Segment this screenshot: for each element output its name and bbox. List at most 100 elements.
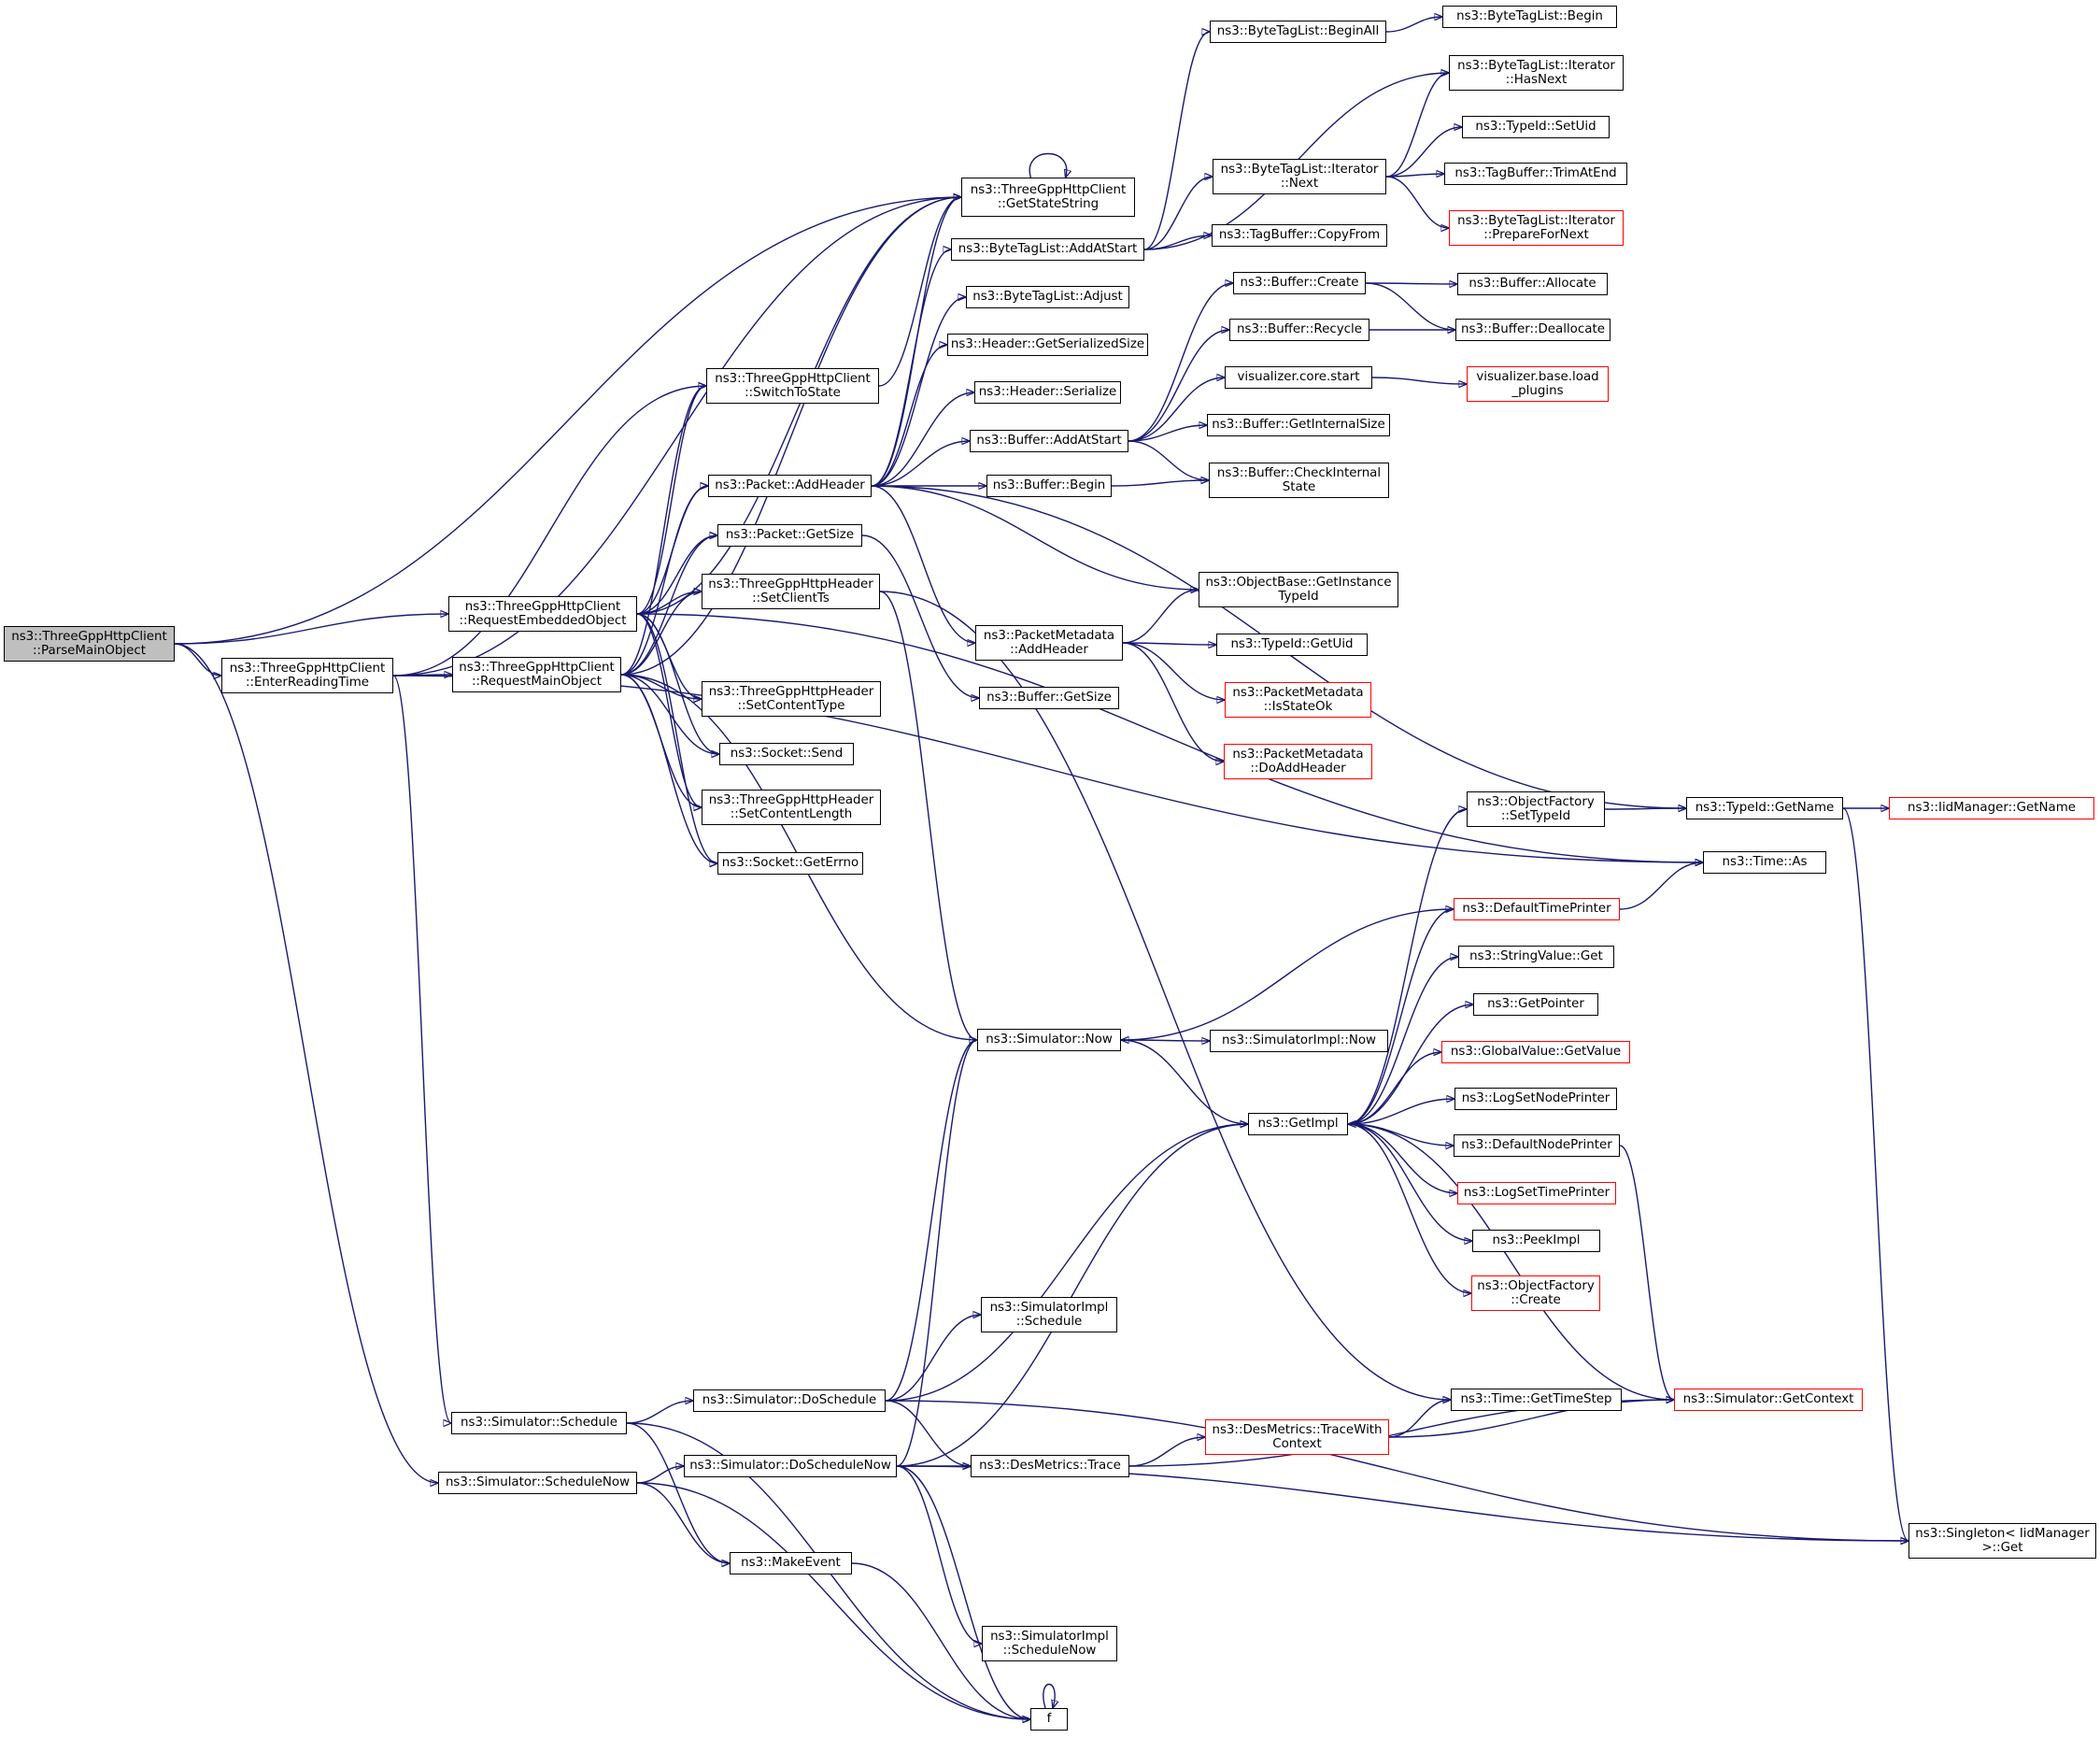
node-ns3-header-getserializedsize[interactable]: ns3::Header::GetSerializedSize <box>947 334 1148 356</box>
node-label-line: ::SetTypeId <box>1500 809 1571 823</box>
node-ns3-simulator-schedule[interactable]: ns3::Simulator::Schedule <box>451 1412 627 1434</box>
node-label-line: ns3::Buffer::AddAtStart <box>976 434 1122 449</box>
node-ns3-simulator-now[interactable]: ns3::Simulator::Now <box>977 1029 1121 1051</box>
node-label-line: ns3::ThreeGppHttpClient <box>229 661 386 676</box>
node-label-line: ns3::ThreeGppHttpClient <box>464 599 621 614</box>
node-ns3-simulator-doschedulenow[interactable]: ns3::Simulator::DoScheduleNow <box>684 1455 897 1477</box>
node-ns3-simulator-doschedule[interactable]: ns3::Simulator::DoSchedule <box>693 1389 886 1412</box>
node-ns3-simulatorimpl-schedule[interactable]: ns3::SimulatorImpl::Schedule <box>981 1297 1117 1332</box>
call-edge <box>620 197 961 676</box>
node-visualizer-core-start[interactable]: visualizer.core.start <box>1225 366 1372 389</box>
node-ns3-header-serialize[interactable]: ns3::Header::Serialize <box>974 381 1121 404</box>
call-edge <box>1128 378 1225 442</box>
node-label-line: ns3::ThreeGppHttpClient <box>459 660 615 675</box>
node-f[interactable]: f <box>1030 1708 1068 1731</box>
node-ns3-tagbuffer-trimatend[interactable]: ns3::TagBuffer::TrimAtEnd <box>1444 163 1627 185</box>
node-label-line: ns3::Buffer::Allocate <box>1469 277 1596 292</box>
node-ns3-objectfactory-settypeid[interactable]: ns3::ObjectFactory::SetTypeId <box>1467 791 1605 827</box>
node-ns3-socket-geterrno[interactable]: ns3::Socket::GetErrno <box>717 852 863 875</box>
node-label-line: ::SetClientTs <box>752 591 830 605</box>
node-ns3-bytetaglist-beginall[interactable]: ns3::ByteTagList::BeginAll <box>1210 21 1386 43</box>
node-ns3-globalvalue-getvalue[interactable]: ns3::GlobalValue::GetValue <box>1441 1041 1630 1063</box>
node-ns3-threegpphttpclient-requestmainobject[interactable]: ns3::ThreeGppHttpClient::RequestMainObje… <box>452 657 621 692</box>
node-ns3-simulatorimpl-schedulenow[interactable]: ns3::SimulatorImpl::ScheduleNow <box>982 1626 1117 1661</box>
node-label-line: ::SetContentType <box>737 699 845 713</box>
node-ns3-buffer-begin[interactable]: ns3::Buffer::Begin <box>986 475 1112 497</box>
node-label-line: ns3::Simulator::Schedule <box>461 1416 617 1431</box>
node-ns3-bytetaglist-iterator-next[interactable]: ns3::ByteTagList::Iterator::Next <box>1213 159 1386 194</box>
node-label-line: ns3::Time::GetTimeStep <box>1460 1392 1612 1407</box>
call-edge <box>1347 1099 1454 1125</box>
call-edge <box>1365 283 1457 284</box>
call-edge <box>1388 1400 1674 1438</box>
node-ns3-typeid-getname[interactable]: ns3::TypeId::GetName <box>1686 797 1843 819</box>
node-ns3-defaulttimeprinter[interactable]: ns3::DefaultTimePrinter <box>1454 898 1620 920</box>
node-ns3-threegpphttpheader-setcontentlength[interactable]: ns3::ThreeGppHttpHeader::SetContentLengt… <box>702 790 881 825</box>
node-ns3-desmetrics-trace[interactable]: ns3::DesMetrics::Trace <box>971 1455 1129 1477</box>
node-ns3-buffer-allocate[interactable]: ns3::Buffer::Allocate <box>1457 273 1608 295</box>
call-edge <box>1347 957 1458 1125</box>
node-label-line: ns3::Header::Serialize <box>978 385 1117 400</box>
node-visualizer-base-load-plugins[interactable]: visualizer.base.load_plugins <box>1467 366 1609 402</box>
node-ns3-time-as[interactable]: ns3::Time::As <box>1703 851 1826 874</box>
node-ns3-buffer-deallocate[interactable]: ns3::Buffer::Deallocate <box>1455 319 1610 341</box>
node-ns3-typeid-setuid[interactable]: ns3::TypeId::SetUid <box>1462 116 1610 138</box>
node-label-line: ns3::Simulator::Now <box>986 1033 1113 1047</box>
node-ns3-bytetaglist-iterator-preparefornext[interactable]: ns3::ByteTagList::Iterator::PrepareForNe… <box>1449 210 1624 246</box>
node-ns3-buffer-recycle[interactable]: ns3::Buffer::Recycle <box>1229 319 1369 341</box>
node-label-line: ns3::PacketMetadata <box>983 628 1115 643</box>
node-ns3-threegpphttpclient-enterreadingtime[interactable]: ns3::ThreeGppHttpClient::EnterReadingTim… <box>221 658 393 693</box>
call-edge <box>1143 177 1213 250</box>
node-ns3-packetmetadata-isstateok[interactable]: ns3::PacketMetadata::IsStateOk <box>1225 682 1371 718</box>
node-label-line: f <box>1046 1712 1052 1727</box>
node-ns3-buffer-getsize[interactable]: ns3::Buffer::GetSize <box>979 687 1119 709</box>
node-ns3-bytetaglist-addatstart[interactable]: ns3::ByteTagList::AddAtStart <box>951 238 1144 261</box>
node-ns3-logsetnodeprinter[interactable]: ns3::LogSetNodePrinter <box>1454 1088 1617 1110</box>
node-label-line: ns3::Buffer::Begin <box>992 478 1106 493</box>
node-ns3-bytetaglist-begin[interactable]: ns3::ByteTagList::Begin <box>1442 6 1617 28</box>
node-ns3-iidmanager-getname[interactable]: ns3::IidManager::GetName <box>1889 797 2094 819</box>
node-ns3-getimpl[interactable]: ns3::GetImpl <box>1248 1113 1348 1135</box>
node-ns3-socket-send[interactable]: ns3::Socket::Send <box>719 743 854 765</box>
node-ns3-getpointer[interactable]: ns3::GetPointer <box>1473 993 1598 1016</box>
node-ns3-peekimpl[interactable]: ns3::PeekImpl <box>1472 1230 1600 1252</box>
call-edge <box>871 441 970 487</box>
node-label-line: ns3::SimulatorImpl <box>989 1300 1109 1315</box>
node-ns3-stringvalue-get[interactable]: ns3::StringValue::Get <box>1458 946 1614 968</box>
node-ns3-objectfactory-create[interactable]: ns3::ObjectFactory::Create <box>1471 1275 1600 1311</box>
node-ns3-packetmetadata-addheader[interactable]: ns3::PacketMetadata::AddHeader <box>975 625 1123 661</box>
node-ns3-defaultnodeprinter[interactable]: ns3::DefaultNodePrinter <box>1454 1134 1620 1157</box>
node-ns3-threegpphttpheader-setclientts[interactable]: ns3::ThreeGppHttpHeader::SetClientTs <box>702 574 880 609</box>
node-ns3-simulator-getcontext[interactable]: ns3::Simulator::GetContext <box>1674 1389 1863 1411</box>
node-ns3-buffer-getinternalsize[interactable]: ns3::Buffer::GetInternalSize <box>1207 414 1390 436</box>
node-ns3-threegpphttpclient-switchtostate[interactable]: ns3::ThreeGppHttpClient::SwitchToState <box>706 368 879 404</box>
node-ns3-threegpphttpclient-getstatestring[interactable]: ns3::ThreeGppHttpClient::GetStateString <box>961 178 1135 217</box>
node-ns3-buffer-addatstart[interactable]: ns3::Buffer::AddAtStart <box>970 430 1128 452</box>
node-ns3-makeevent[interactable]: ns3::MakeEvent <box>730 1552 852 1574</box>
call-edge <box>636 386 706 615</box>
node-ns3-threegpphttpclient-parsemainobject[interactable]: ns3::ThreeGppHttpClient::ParseMainObject <box>4 626 175 662</box>
node-ns3-bytetaglist-adjust[interactable]: ns3::ByteTagList::Adjust <box>966 286 1129 308</box>
node-ns3-bytetaglist-iterator-hasnext[interactable]: ns3::ByteTagList::Iterator::HasNext <box>1449 55 1624 91</box>
node-label-line: ns3::ObjectFactory <box>1477 1278 1595 1293</box>
node-ns3-tagbuffer-copyfrom[interactable]: ns3::TagBuffer::CopyFrom <box>1212 224 1387 247</box>
node-ns3-packet-getsize[interactable]: ns3::Packet::GetSize <box>717 524 862 547</box>
node-ns3-logsettimeprinter[interactable]: ns3::LogSetTimePrinter <box>1457 1182 1616 1204</box>
node-ns3-packetmetadata-doaddheader[interactable]: ns3::PacketMetadata::DoAddHeader <box>1224 744 1372 779</box>
node-ns3-threegpphttpheader-setcontenttype[interactable]: ns3::ThreeGppHttpHeader::SetContentType <box>702 681 881 717</box>
node-ns3-simulator-schedulenow[interactable]: ns3::Simulator::ScheduleNow <box>438 1472 637 1494</box>
node-ns3-buffer-create[interactable]: ns3::Buffer::Create <box>1233 272 1366 294</box>
node-ns3-singleton-iidmanager-get[interactable]: ns3::Singleton< IidManager>::Get <box>1908 1523 2096 1559</box>
node-label-line: ns3::DesMetrics::Trace <box>979 1459 1121 1474</box>
node-ns3-typeid-getuid[interactable]: ns3::TypeId::GetUid <box>1216 634 1368 656</box>
node-ns3-time-gettimestep[interactable]: ns3::Time::GetTimeStep <box>1451 1389 1622 1411</box>
node-ns3-simulatorimpl-now[interactable]: ns3::SimulatorImpl::Now <box>1210 1030 1388 1052</box>
node-ns3-packet-addheader[interactable]: ns3::Packet::AddHeader <box>708 475 872 497</box>
node-label-line: ::Create <box>1511 1293 1561 1307</box>
node-ns3-threegpphttpclient-requestembeddedobject[interactable]: ns3::ThreeGppHttpClient::RequestEmbedded… <box>448 596 637 632</box>
node-label-line: ns3::Packet::AddHeader <box>715 478 865 493</box>
call-edge <box>879 591 977 1040</box>
